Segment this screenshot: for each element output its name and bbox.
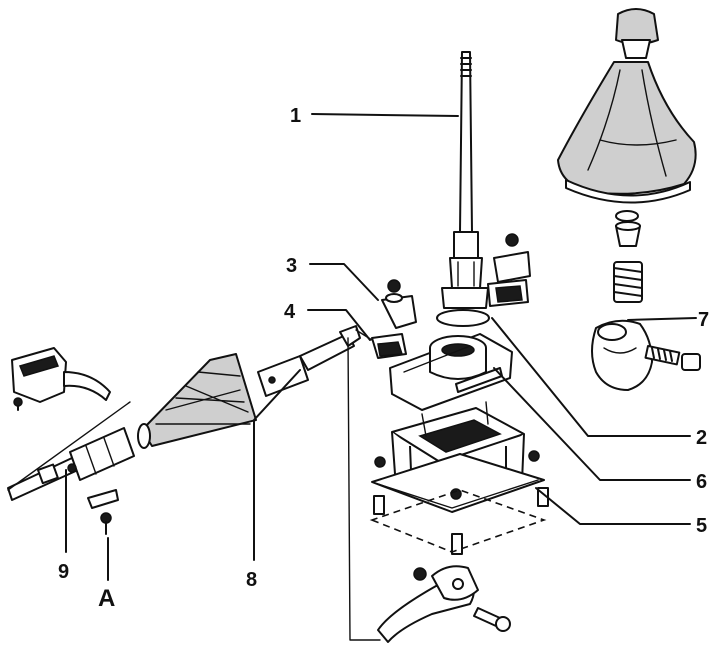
callout-7: 7 xyxy=(698,309,709,331)
shift-knob xyxy=(615,8,659,59)
selector-housing xyxy=(389,333,513,411)
shift-boot xyxy=(557,61,697,204)
shift-rod-coupling xyxy=(257,325,361,397)
callout-2: 2 xyxy=(696,427,707,449)
bracket-bolt xyxy=(473,607,511,632)
assembly-line-rod xyxy=(347,337,381,641)
shift-rod-left xyxy=(7,427,135,501)
shift-rod-bracket xyxy=(377,565,479,643)
boot-retainer-ring xyxy=(615,210,639,222)
callout-A: A xyxy=(98,585,115,612)
leader-lines xyxy=(65,113,697,581)
callout-8: 8 xyxy=(246,569,257,591)
callout-4: 4 xyxy=(284,301,296,323)
clamp-screw xyxy=(100,512,112,535)
rod-clamp xyxy=(87,489,119,509)
shift-rod-boot xyxy=(137,353,257,449)
callout-5: 5 xyxy=(696,515,707,537)
callout-6: 6 xyxy=(696,471,707,493)
callout-3: 3 xyxy=(286,255,297,277)
gear-lever-shaft xyxy=(436,51,490,327)
callout-1: 1 xyxy=(290,105,301,127)
left-bracket-upper xyxy=(381,279,417,329)
right-bracket xyxy=(487,233,531,307)
knob-bushing xyxy=(615,221,641,247)
knob-spring xyxy=(613,261,643,303)
callout-9: 9 xyxy=(58,561,69,583)
reverse-lock-assembly xyxy=(591,319,701,391)
left-bracket-lower xyxy=(371,333,407,359)
shifter-base-frame xyxy=(369,401,549,555)
assembly-line-left xyxy=(7,401,131,491)
gearbox-selector-lever xyxy=(11,347,111,411)
